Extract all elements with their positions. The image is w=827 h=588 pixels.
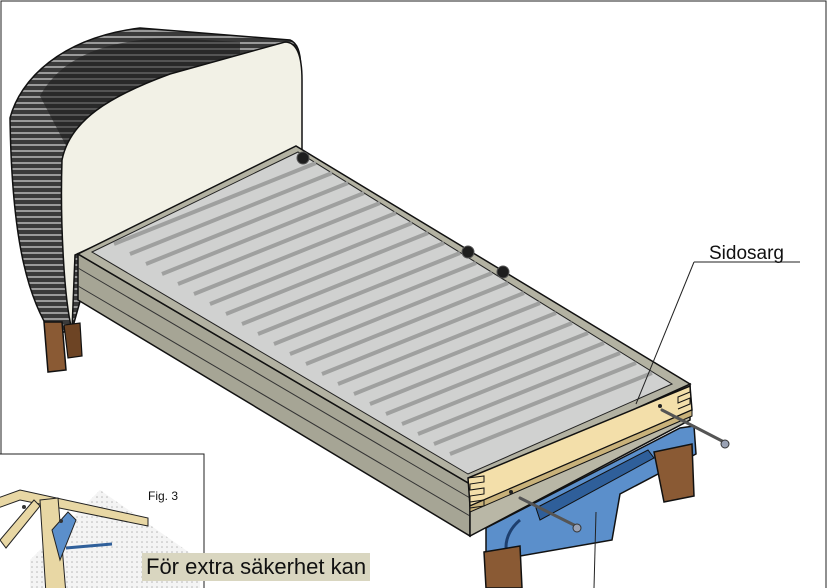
callout-leaders — [593, 261, 800, 588]
figure-label: Fig. 3 — [148, 489, 179, 503]
frame-bolt-holes — [296, 151, 510, 279]
leg-front-left — [483, 545, 523, 588]
side-rail-sidosarg — [467, 384, 693, 513]
leg-back-right — [63, 322, 83, 359]
leg-back-left — [43, 321, 67, 373]
screws — [518, 408, 726, 528]
sidosarg-label: Sidosarg — [709, 243, 784, 264]
screw-head-left — [572, 523, 582, 533]
screw-head-right — [720, 439, 730, 449]
safety-note-text: För extra säkerhet kan — [142, 553, 371, 581]
slat-stripes — [113, 161, 653, 456]
leg-front-right — [653, 443, 695, 503]
